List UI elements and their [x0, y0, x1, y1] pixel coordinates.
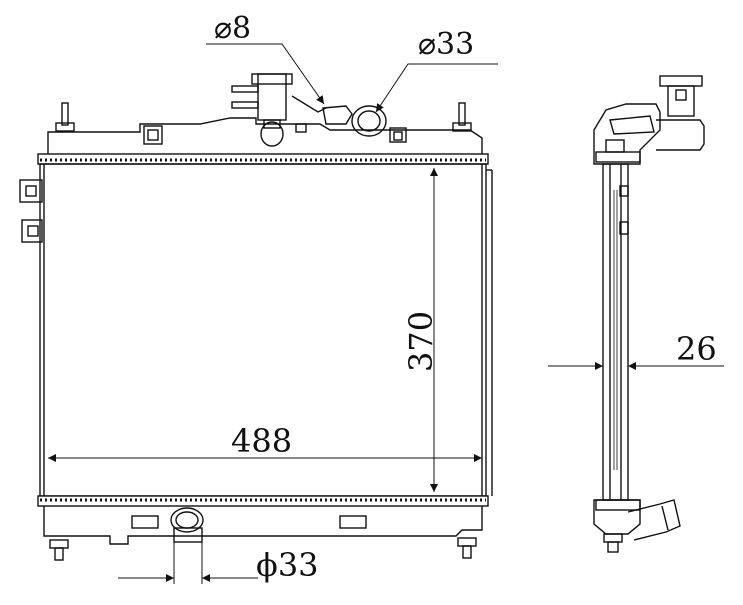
bottom-right-pin — [457, 537, 477, 559]
side-bottom-tank — [593, 499, 641, 535]
left-side-bracket-2 — [21, 219, 43, 243]
top-right-pin — [452, 102, 472, 132]
top-bracket — [143, 125, 163, 145]
side-bottom-outlet — [627, 499, 681, 541]
large-inlet-fitting — [322, 105, 407, 143]
small-inlet-fitting — [231, 73, 327, 147]
bottom-outlet-dimension-label: ϕ33 — [256, 546, 319, 584]
side-view — [593, 75, 705, 553]
side-top-tank — [593, 103, 661, 165]
side-top-inlet — [609, 75, 705, 151]
bottom-bracket-left — [131, 515, 159, 529]
dimension-lines — [48, 43, 724, 584]
front-view — [19, 73, 493, 561]
small-inlet-dimension-label: ⌀8 — [214, 11, 251, 46]
bottom-outlet-fitting — [170, 507, 204, 543]
bottom-bracket-right — [339, 515, 367, 529]
side-depth-label: 26 — [676, 330, 717, 368]
bottom-header-plate — [37, 495, 489, 507]
core-height-label: 370 — [402, 311, 440, 372]
side-core — [602, 163, 629, 501]
large-inlet-dimension-label: ⌀33 — [418, 27, 474, 62]
bottom-left-pin — [49, 539, 69, 561]
left-side-bracket-1 — [19, 179, 43, 203]
large-inlet-leader — [375, 63, 498, 113]
bottom-tank — [43, 506, 483, 545]
small-inlet-leader — [206, 43, 325, 105]
top-tank — [47, 117, 483, 154]
top-left-pin — [55, 102, 75, 132]
core-width-label: 488 — [231, 422, 292, 460]
